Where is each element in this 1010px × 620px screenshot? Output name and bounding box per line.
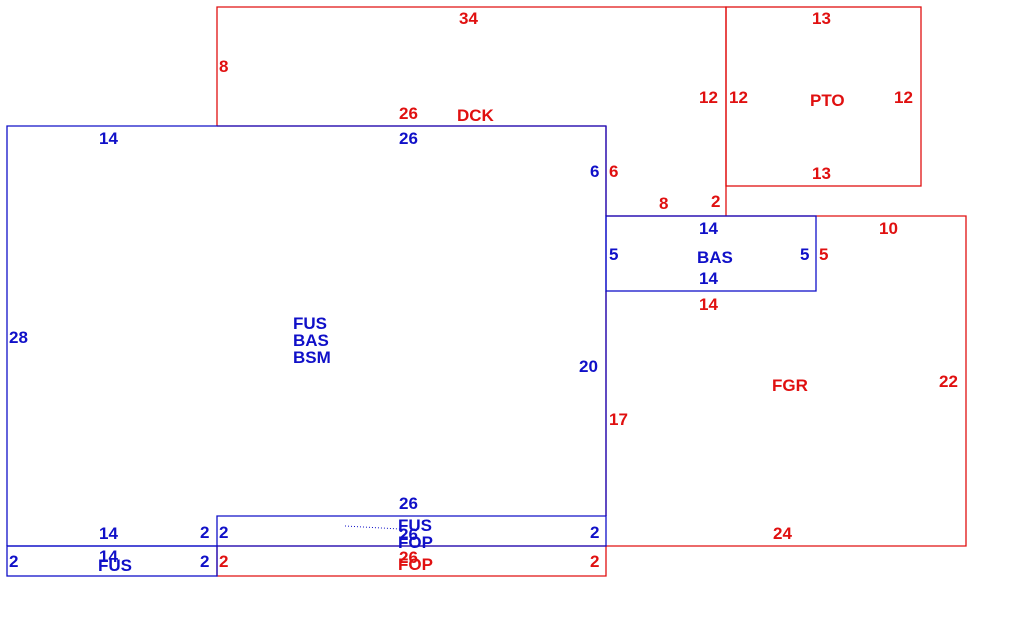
dim-bottom-mid: 26 bbox=[399, 548, 418, 567]
strip-outline bbox=[7, 515, 607, 547]
main-bsm-area-label: BSM bbox=[293, 348, 331, 367]
dim-bottom-right: 2 bbox=[590, 552, 599, 571]
red-dimension-labels: 34 8 26 12 13 12 12 13 6 8 2 5 14 10 22 … bbox=[219, 9, 958, 571]
dim-strip-left-b: 2 bbox=[219, 523, 228, 542]
dim-pto-top: 13 bbox=[812, 9, 831, 28]
dck-area-label: DCK bbox=[457, 106, 495, 125]
dim-bas-small-bottom-blue: 14 bbox=[699, 269, 718, 288]
dim-bas-small-bottom-red: 14 bbox=[699, 295, 718, 314]
main-house-outline bbox=[6, 125, 607, 546]
dim-left-fus-left: 2 bbox=[9, 552, 18, 571]
dim-main-right-upper-red: 6 bbox=[609, 162, 618, 181]
dim-connector-small: 2 bbox=[711, 192, 720, 211]
strip-fop-area-label: FOP bbox=[398, 533, 433, 552]
dim-bottom-left: 2 bbox=[219, 552, 228, 571]
dim-bas-small-right-blue: 5 bbox=[800, 245, 809, 264]
dim-fgr-bottom: 24 bbox=[773, 524, 792, 543]
dim-pto-bottom: 13 bbox=[812, 164, 831, 183]
dim-left-fus-top-b: 14 bbox=[99, 547, 118, 566]
dim-dck-top: 34 bbox=[459, 9, 478, 28]
main-bas-area-label: BAS bbox=[293, 331, 329, 350]
pto-area-label: PTO bbox=[810, 91, 845, 110]
bas-small-area-label: BAS bbox=[697, 248, 733, 267]
dim-bas-small-left: 5 bbox=[609, 245, 618, 264]
dim-main-right-upper-blue: 6 bbox=[590, 162, 599, 181]
dim-dck-left: 8 bbox=[219, 57, 228, 76]
dim-strip-left-a: 2 bbox=[200, 523, 209, 542]
dim-pto-right: 12 bbox=[894, 88, 913, 107]
dim-fgr-left: 17 bbox=[609, 410, 628, 429]
dim-connector-top: 8 bbox=[659, 194, 668, 213]
dim-fgr-right: 22 bbox=[939, 372, 958, 391]
dotted-connector bbox=[344, 525, 401, 530]
dim-bas-small-right-red: 5 bbox=[819, 245, 828, 264]
blue-outlines bbox=[6, 125, 817, 577]
fgr-area-label: FGR bbox=[772, 376, 808, 395]
dim-bas-small-top: 14 bbox=[699, 219, 718, 238]
strip-fus-area-label: FUS bbox=[398, 516, 432, 535]
dim-dck-bottom: 26 bbox=[399, 104, 418, 123]
dim-pto-left: 12 bbox=[729, 88, 748, 107]
dim-strip-top: 26 bbox=[399, 494, 418, 513]
pto-outline bbox=[725, 6, 922, 187]
bas-small-outline bbox=[605, 215, 817, 292]
dim-main-top-left: 14 bbox=[99, 129, 118, 148]
left-fus-area-label: FUS bbox=[98, 556, 132, 575]
dim-main-top-mid: 26 bbox=[399, 129, 418, 148]
dim-fgr-top: 10 bbox=[879, 219, 898, 238]
dim-strip-mid: 26 bbox=[399, 525, 418, 544]
main-fus-area-label: FUS bbox=[293, 314, 327, 333]
area-labels: DCK PTO FGR BAS FUS BAS BSM FUS FOP FOP … bbox=[98, 91, 845, 575]
bottom-fop-area-label: FOP bbox=[398, 555, 433, 574]
dim-main-right-lower: 20 bbox=[579, 357, 598, 376]
dim-strip-right: 2 bbox=[590, 523, 599, 542]
dim-main-left: 28 bbox=[9, 328, 28, 347]
dim-left-fus-top: 14 bbox=[99, 524, 118, 543]
red-outlines bbox=[216, 6, 967, 577]
dim-left-fus-right: 2 bbox=[200, 552, 209, 571]
blue-dimension-labels: 14 26 6 28 20 14 5 5 14 26 2 2 2 26 14 1… bbox=[9, 129, 809, 571]
dim-dck-right: 12 bbox=[699, 88, 718, 107]
left-fus-outline bbox=[6, 545, 218, 577]
